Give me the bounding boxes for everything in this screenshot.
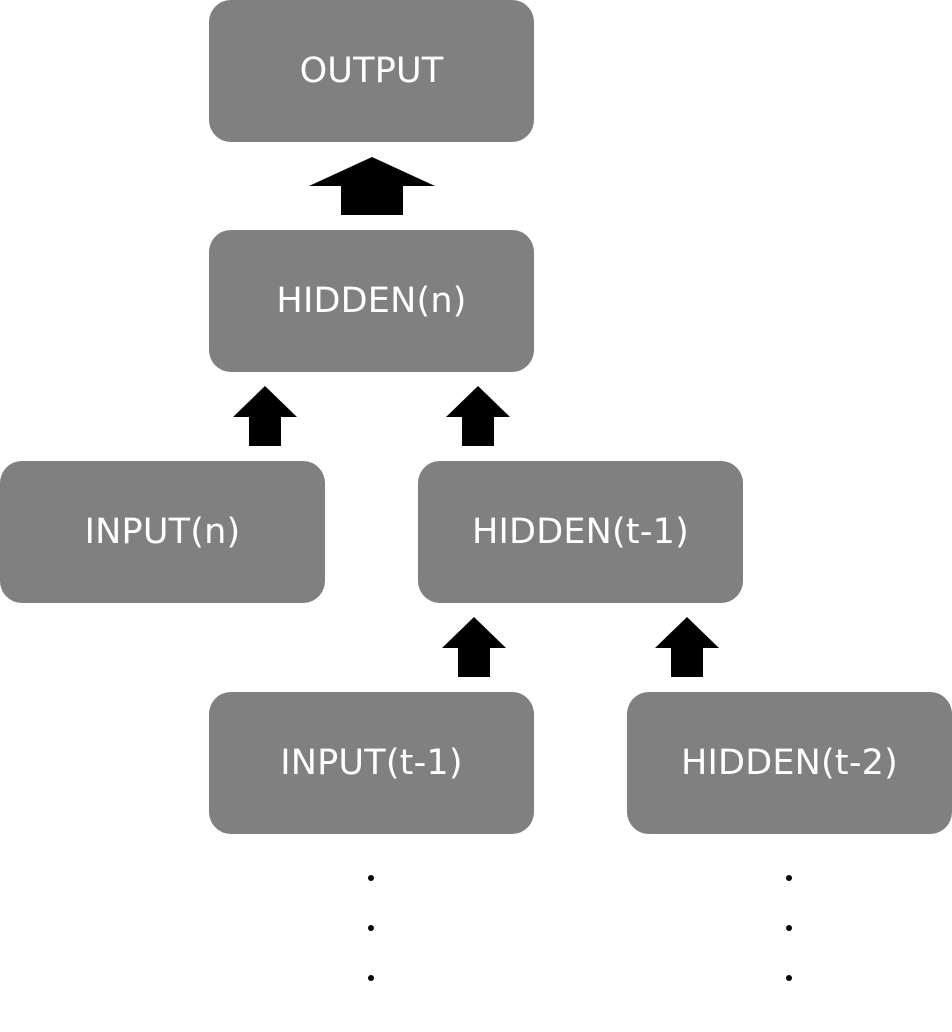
arrow-up-icon: [233, 386, 297, 446]
dot: [786, 975, 792, 981]
dot: [368, 975, 374, 981]
hidden-t2-node: HIDDEN(t-2): [627, 692, 952, 834]
arrow-up-icon: [309, 157, 435, 215]
input-t1-node: INPUT(t-1): [209, 692, 534, 834]
hidden-n-node: HIDDEN(n): [209, 230, 534, 372]
output-node-label: OUTPUT: [299, 51, 444, 91]
dot: [786, 925, 792, 931]
arrow-up-icon: [442, 617, 506, 677]
arrow-up-icon: [655, 617, 719, 677]
arrow-up-icon: [446, 386, 510, 446]
dot: [368, 925, 374, 931]
output-node: OUTPUT: [209, 0, 534, 142]
hidden-t1-node: HIDDEN(t-1): [418, 461, 743, 603]
hidden-t2-node-label: HIDDEN(t-2): [681, 743, 898, 783]
hidden-n-node-label: HIDDEN(n): [276, 281, 467, 321]
hidden-t1-node-label: HIDDEN(t-1): [472, 512, 689, 552]
input-n-node: INPUT(n): [0, 461, 325, 603]
dot: [368, 875, 374, 881]
input-t1-node-label: INPUT(t-1): [280, 743, 463, 783]
dot: [786, 875, 792, 881]
input-n-node-label: INPUT(n): [84, 512, 241, 552]
